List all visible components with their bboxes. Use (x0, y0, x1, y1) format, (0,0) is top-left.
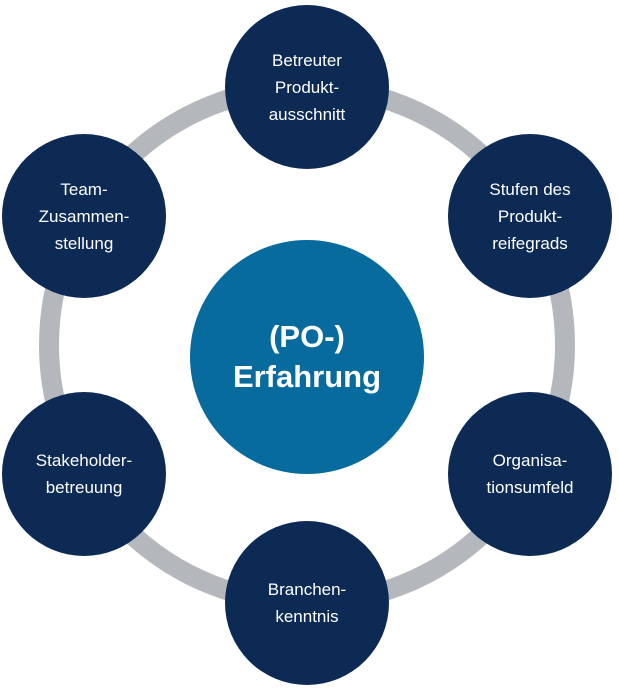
node-team-zusammenstellung: Team- Zusammen- stellung (2, 134, 166, 298)
node-stufen-produktreifegrad: Stufen des Produkt- reifegrads (448, 134, 612, 298)
node-stakeholderbetreuung: Stakeholder- betreuung (2, 392, 166, 556)
node-organisationsumfeld: Organisa- tionsumfeld (448, 392, 612, 556)
center-circle-po-erfahrung: (PO-) Erfahrung (190, 240, 424, 474)
node-branchenkenntnis: Branchen- kenntnis (225, 521, 389, 685)
node-betreuter-produktausschnitt: Betreuter Produkt- ausschnitt (225, 5, 389, 169)
